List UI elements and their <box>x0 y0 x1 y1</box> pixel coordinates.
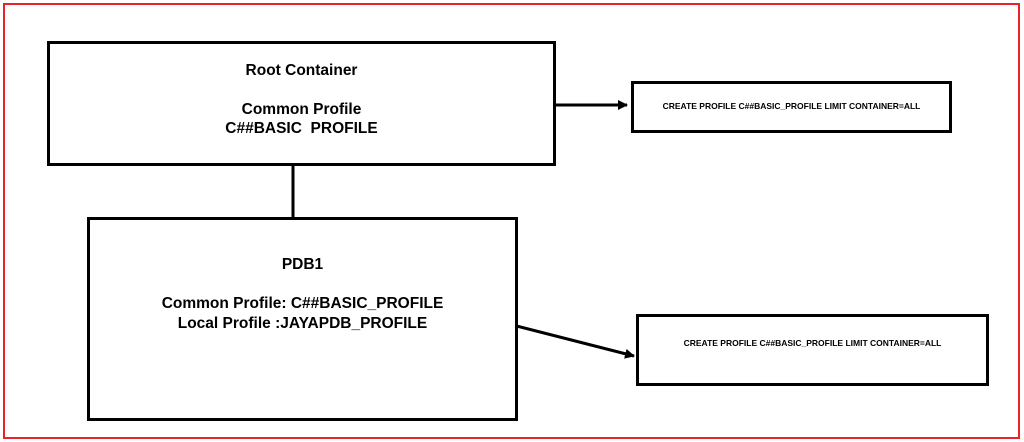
root-container-box: Root Container Common Profile C##BASIC P… <box>47 41 556 166</box>
root-create-profile-command: CREATE PROFILE C##BASIC_PROFILE LIMIT CO… <box>662 101 921 111</box>
pdb1-box: PDB1 Common Profile: C##BASIC_PROFILE Lo… <box>87 217 518 421</box>
pdb1-common-profile: Common Profile: C##BASIC_PROFILE <box>161 295 444 312</box>
pdb1-local-profile: Local Profile :JAYAPDB_PROFILE <box>177 315 428 332</box>
root-container-title: Root Container <box>245 62 358 79</box>
root-common-profile-heading: Common Profile <box>241 101 362 118</box>
root-create-profile-command-box: CREATE PROFILE C##BASIC_PROFILE LIMIT CO… <box>631 81 952 133</box>
pdb1-title: PDB1 <box>281 256 324 273</box>
pdb-create-profile-command-box: CREATE PROFILE C##BASIC_PROFILE LIMIT CO… <box>636 314 989 386</box>
root-profile-name: C##BASIC PROFILE <box>225 120 378 137</box>
pdb-create-profile-command: CREATE PROFILE C##BASIC_PROFILE LIMIT CO… <box>683 338 942 348</box>
outer-frame <box>3 3 1020 439</box>
